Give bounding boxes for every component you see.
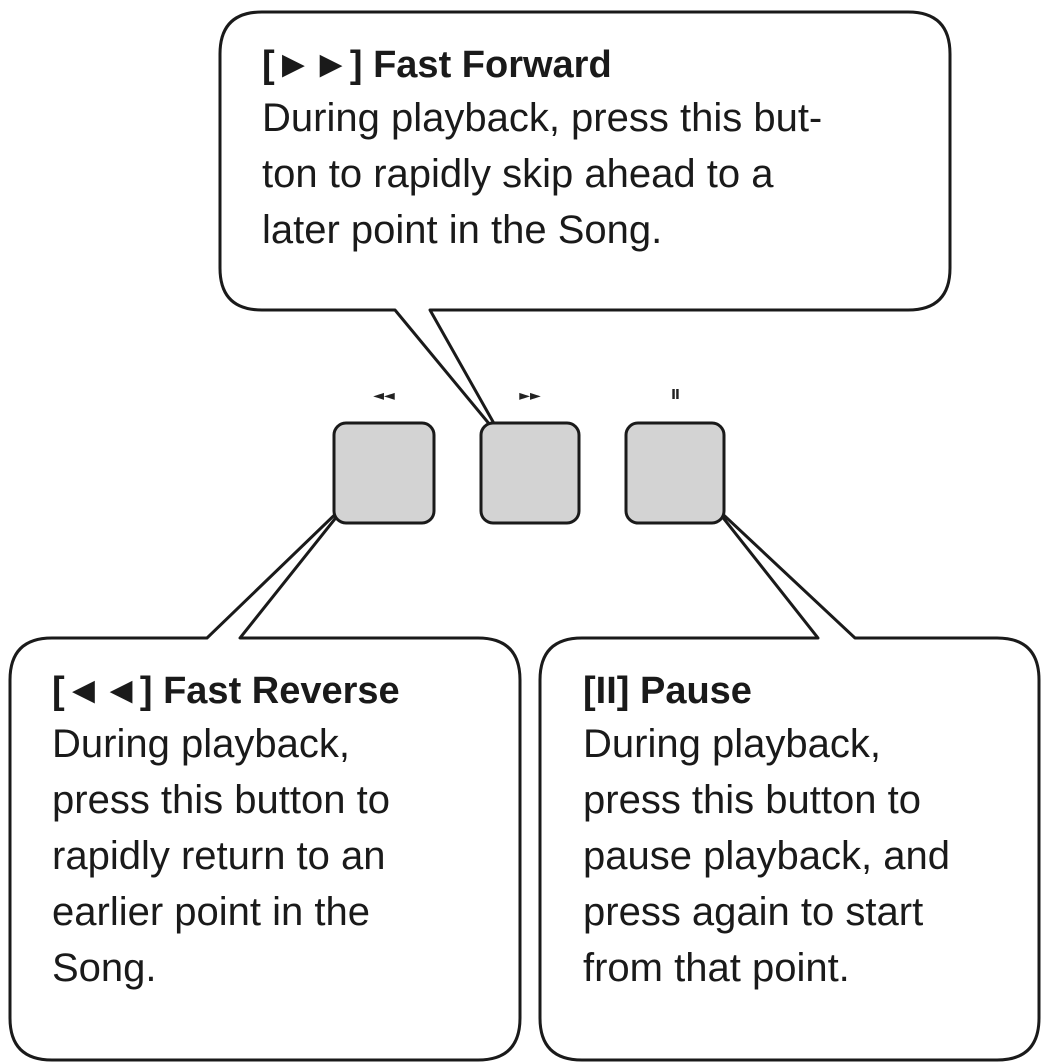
fast-forward-button[interactable] [479, 421, 581, 525]
callout-title-pause: [II] Pause [583, 670, 752, 712]
pause-button[interactable] [624, 421, 726, 525]
callout-line: press this button to [52, 778, 390, 822]
callout-line: rapidly return to an [52, 834, 386, 878]
callout-line: During playback, [583, 722, 881, 766]
callout-line: press this button to [583, 778, 921, 822]
fast-reverse-button[interactable] [332, 421, 436, 525]
callout-line: pause playback, and [583, 834, 950, 878]
callout-line: During playback, press this but- [262, 96, 823, 140]
callout-fast-reverse: [◄◄] Fast Reverse During playback, press… [52, 666, 400, 996]
callout-title-fast-reverse: [◄◄] Fast Reverse [52, 670, 400, 712]
callout-line: During playback, [52, 722, 350, 766]
pause-icon: II [671, 388, 680, 403]
fast-reverse-icon: ◄◄ [373, 388, 395, 404]
callout-line: ton to rapidly skip ahead to a [262, 152, 774, 196]
callout-pause: [II] Pause During playback, press this b… [583, 666, 950, 996]
callout-line: Song. [52, 946, 157, 990]
callout-title-fast-forward: [►►] Fast Forward [262, 44, 612, 86]
callout-fast-forward: [►►] Fast Forward During playback, press… [262, 40, 822, 258]
callout-line: later point in the Song. [262, 208, 663, 252]
callout-line: from that point. [583, 946, 850, 990]
callout-bubble-fast-reverse [8, 498, 522, 1062]
callout-line: press again to start [583, 890, 924, 934]
callout-line: earlier point in the [52, 890, 370, 934]
fast-forward-icon: ►► [519, 388, 541, 404]
callout-bubble-fast-forward [218, 10, 952, 445]
callout-bubble-pause [538, 503, 1041, 1062]
